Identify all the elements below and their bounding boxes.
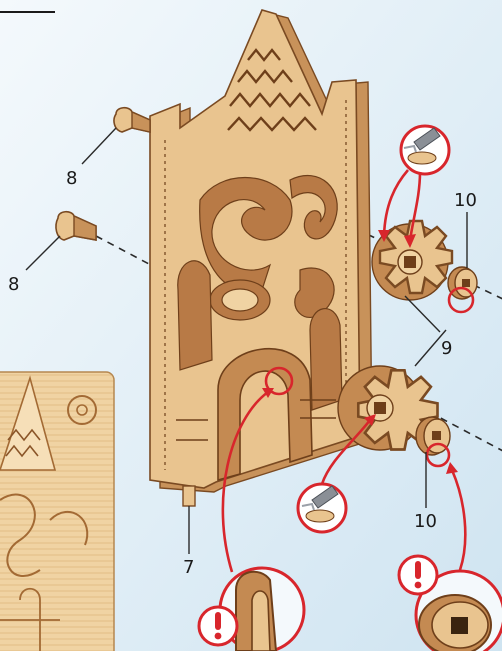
part-label-10-bottom: 10 <box>414 511 437 532</box>
part-label-8-bottom: 8 <box>8 274 19 295</box>
warning-exclamation-icon <box>199 607 237 645</box>
part-label-8-top: 8 <box>66 168 77 189</box>
glue-tube-icon <box>401 126 449 174</box>
parts-sheet <box>0 372 114 651</box>
glue-tube-icon <box>298 484 346 532</box>
disc-part-10-bottom <box>416 417 450 455</box>
part-label-10-top: 10 <box>454 190 477 211</box>
part-label-7: 7 <box>183 557 194 578</box>
part-label-9: 9 <box>441 338 452 359</box>
warning-exclamation-icon <box>399 556 437 594</box>
